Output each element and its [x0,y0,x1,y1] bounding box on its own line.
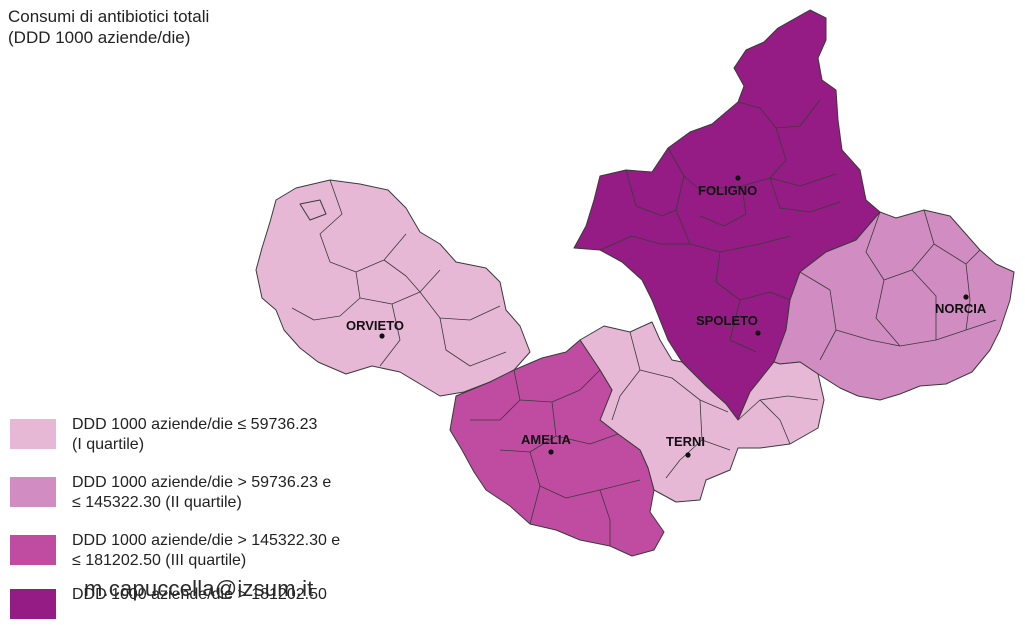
legend-text-q4: DDD 1000 aziende/die > 181202.50 [72,585,472,605]
region-orvieto [255,179,531,397]
region-foligno-spoleto [573,9,881,421]
city-label-terni: TERNI [666,434,705,449]
city-label-amelia: AMELIA [521,432,571,447]
legend-text-line1: DDD 1000 aziende/die > 181202.50 [72,586,327,603]
map-title: Consumi di antibiotici totali (DDD 1000 … [8,6,209,48]
city-dot [755,330,761,336]
city-dot [685,452,691,458]
legend-swatch-q3 [10,535,56,565]
city-marker-terni: TERNI [666,434,705,458]
district-borders-norcia [799,209,997,361]
city-marker-foligno: FOLIGNO [698,175,757,198]
legend-swatch-q1 [10,419,56,449]
city-dot [735,175,741,181]
legend-text-q1: DDD 1000 aziende/die ≤ 59736.23 (I quart… [72,415,472,455]
city-marker-norcia: NORCIA [935,294,987,316]
map-title-line2: (DDD 1000 aziende/die) [8,28,191,47]
city-dot [379,333,385,339]
city-label-foligno: FOLIGNO [698,183,757,198]
legend-text-line2: ≤ 181202.50 (III quartile) [72,552,247,569]
legend-text-line1: DDD 1000 aziende/die ≤ 59736.23 [72,416,318,433]
legend-text-line2: (I quartile) [72,436,145,453]
district-borders-terni [611,331,819,479]
legend-text-line1: DDD 1000 aziende/die > 59736.23 e [72,474,332,491]
legend-text-q3: DDD 1000 aziende/die > 145322.30 e ≤ 181… [72,531,472,571]
legend-text-q2: DDD 1000 aziende/die > 59736.23 e ≤ 1453… [72,473,472,513]
city-marker-orvieto: ORVIETO [346,318,404,339]
orvieto-enclave [299,199,327,221]
watermark-text: m.capuccella@izsum.it [84,576,314,601]
map-title-line1: Consumi di antibiotici totali [8,7,210,26]
district-borders-amelia [470,369,641,546]
city-marker-spoleto: SPOLETO [696,313,761,336]
legend-text-line1: DDD 1000 aziende/die > 145322.30 e [72,532,341,549]
legend-swatch-q4 [10,589,56,619]
legend-swatch-q2 [10,477,56,507]
legend-text-line2: ≤ 145322.30 (II quartile) [72,494,242,511]
city-marker-amelia: AMELIA [521,432,571,455]
city-label-norcia: NORCIA [935,301,987,316]
district-borders-north [599,99,841,353]
city-dot [548,449,554,455]
city-dot [963,294,969,300]
city-label-orvieto: ORVIETO [346,318,404,333]
choropleth-map: FOLIGNO SPOLETO NORCIA ORVIETO AMELIA TE… [255,9,1015,557]
district-borders-orvieto [291,179,507,367]
region-amelia [449,339,665,557]
city-label-spoleto: SPOLETO [696,313,758,328]
